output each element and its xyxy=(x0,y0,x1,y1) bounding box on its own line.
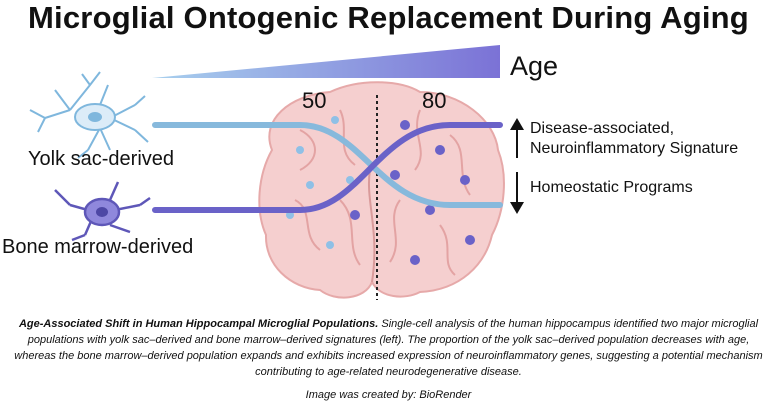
yolk-sac-label: Yolk sac-derived xyxy=(28,148,175,170)
image-credit: Image was created by: BioRender xyxy=(305,389,472,401)
bone-marrow-cell-icon xyxy=(54,181,151,242)
page-title: Microglial Ontogenic Replacement During … xyxy=(28,0,749,35)
signature-up-line2: Neuroinflammatory Signature xyxy=(530,140,739,157)
age-tick-80: 80 xyxy=(422,88,447,113)
brain-illustration xyxy=(258,81,505,299)
age-gradient-wedge xyxy=(152,45,500,78)
caption-bold: Age-Associated Shift in Human Hippocampa… xyxy=(18,318,379,330)
bone-marrow-label: Bone marrow-derived xyxy=(2,236,194,258)
arrow-up-icon xyxy=(510,118,524,158)
age-label: Age xyxy=(510,51,559,81)
diagram-figure xyxy=(29,45,524,300)
bone-marrow-curve xyxy=(152,122,503,213)
signature-up-line1: Disease-associated, xyxy=(530,120,675,137)
yolk-sac-cell-icon xyxy=(29,71,149,159)
caption-text: Single-cell analysis of the human hippoc… xyxy=(14,318,763,378)
signature-down: Homeostatic Programs xyxy=(530,179,693,196)
figure-caption: Age-Associated Shift in Human Hippocampa… xyxy=(10,316,767,380)
age-tick-50: 50 xyxy=(302,88,327,113)
brain-microglia-cells xyxy=(286,116,475,265)
arrow-down-icon xyxy=(510,172,524,214)
